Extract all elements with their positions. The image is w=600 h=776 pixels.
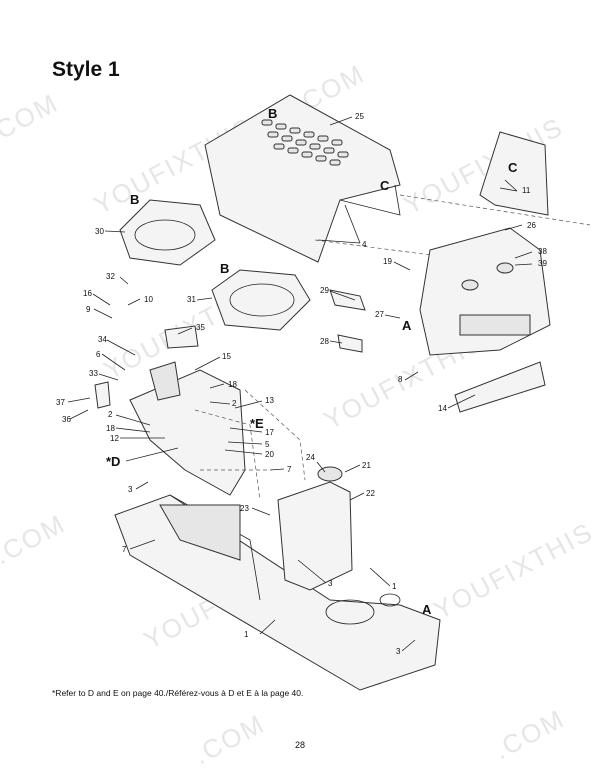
part-number-label: 21	[362, 461, 371, 470]
part-number-label: 11	[522, 186, 531, 195]
leader-lines	[67, 116, 533, 652]
part-number-label: 28	[320, 337, 329, 346]
part-number-label: 1	[392, 582, 397, 591]
reference-letter-b: B	[130, 192, 139, 207]
part-number-label: 2	[232, 399, 237, 408]
page-number: 28	[294, 740, 305, 750]
reference-letter-c: C	[380, 178, 390, 193]
part-number-label: 2	[108, 410, 113, 419]
part-number-label: 9	[86, 305, 91, 314]
dash-assembly	[94, 325, 246, 496]
front-nose-part-26	[419, 227, 551, 356]
part-number-label: 3	[328, 579, 333, 588]
watermark-text: .COM	[0, 87, 63, 149]
reference-letter-b: B	[268, 106, 277, 121]
part-number-label: 22	[366, 489, 375, 498]
part-number-label: 8	[398, 375, 403, 384]
part-number-label: 16	[83, 289, 92, 298]
part-number-label: 31	[187, 295, 196, 304]
watermark-text: YOUFIXTHIS	[429, 516, 598, 625]
part-number-label: 32	[106, 272, 115, 281]
hood-bracket-part-31	[211, 269, 311, 331]
reference-letter-b: B	[220, 261, 229, 276]
part-number-label: 18	[106, 424, 115, 433]
reference-letter-d: *D	[106, 454, 120, 469]
part-number-label: 37	[56, 398, 65, 407]
footnote: *Refer to D and E on page 40./Référez-vo…	[52, 688, 304, 698]
reference-letter-e: *E	[250, 416, 264, 431]
part-number-label: 39	[538, 259, 547, 268]
dash-panel-part	[479, 131, 549, 216]
part-number-label: 1	[244, 630, 249, 639]
part-number-label: 30	[95, 227, 104, 236]
part-number-label: 10	[144, 295, 153, 304]
reference-letter-c: C	[508, 160, 518, 175]
bracket-part-29	[329, 289, 366, 311]
part-number-label: 6	[96, 350, 101, 359]
part-number-label: 36	[62, 415, 71, 424]
part-number-label: 25	[355, 112, 364, 121]
part-number-label: 34	[98, 335, 107, 344]
part-number-label: 14	[438, 404, 447, 413]
bracket-part-28	[337, 334, 363, 353]
front-shield-part-14	[454, 361, 546, 413]
part-number-label: 33	[89, 369, 98, 378]
part-number-label: 7	[287, 465, 292, 474]
watermark-text: S.COM	[0, 508, 70, 579]
reference-letter-a: A	[422, 602, 432, 617]
part-number-label: 29	[320, 286, 329, 295]
part-number-label: 27	[375, 310, 384, 319]
part-number-label: 7	[122, 545, 127, 554]
part-number-label: 5	[265, 440, 270, 449]
reference-letter-a: A	[402, 318, 412, 333]
part-number-label: 15	[222, 352, 231, 361]
watermark-text: .COM	[489, 703, 570, 765]
hood-grille	[261, 119, 349, 166]
part-number-label: 17	[265, 428, 274, 437]
part-number-label: 12	[110, 434, 119, 443]
page-title: Style 1	[52, 58, 120, 81]
part-number-label: 20	[265, 450, 274, 459]
part-number-label: 23	[240, 504, 249, 513]
part-number-label: 19	[383, 257, 392, 266]
part-number-label: 35	[196, 323, 205, 332]
fuel-tank-part-22	[277, 466, 353, 591]
hood-part-25	[204, 94, 401, 263]
part-number-label: 38	[538, 247, 547, 256]
part-number-label: 3	[396, 647, 401, 656]
part-number-label: 3	[128, 485, 133, 494]
frame-chassis	[114, 494, 441, 691]
hood-bracket-part-30	[119, 199, 216, 266]
part-number-label: 26	[527, 221, 536, 230]
part-number-label: 18	[228, 380, 237, 389]
part-number-label: 13	[265, 396, 274, 405]
part-number-label: 24	[306, 453, 315, 462]
part-number-label: 4	[362, 240, 367, 249]
